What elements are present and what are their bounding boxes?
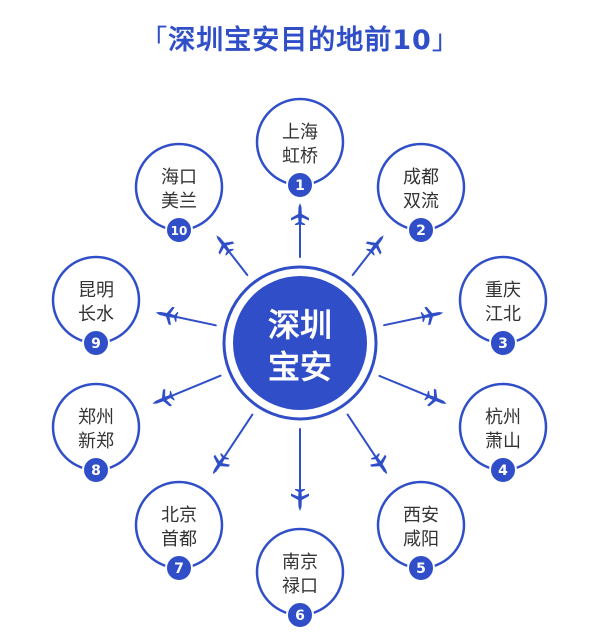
airplane-icon bbox=[422, 386, 451, 413]
destination-name-line2: 首都 bbox=[161, 529, 197, 550]
rank-number: 6 bbox=[295, 608, 305, 624]
airplane-icon bbox=[419, 303, 446, 327]
destination-name-line1: 杭州 bbox=[485, 407, 521, 428]
airplane-icon bbox=[209, 229, 238, 259]
title-text: 深圳宝安目的地前10 bbox=[168, 25, 432, 56]
center-node: 深圳 宝安 bbox=[222, 265, 378, 421]
rank-number: 10 bbox=[171, 224, 188, 238]
destination-name-line1: 南京 bbox=[282, 552, 318, 573]
destination-name-line2: 新郑 bbox=[78, 431, 114, 452]
destination-name-line1: 海口 bbox=[161, 167, 197, 188]
destination-name-line1: 昆明 bbox=[78, 280, 114, 301]
rank-number: 8 bbox=[91, 463, 101, 479]
destination-name-line2: 江北 bbox=[485, 304, 521, 325]
destination-name-line1: 重庆 bbox=[485, 280, 521, 301]
destination-name-line2: 咸阳 bbox=[403, 529, 439, 550]
airplane-icon bbox=[362, 229, 391, 259]
rank-badge bbox=[82, 456, 110, 484]
page-title: 「深圳宝安目的地前10」 bbox=[0, 18, 600, 57]
airplane-icon bbox=[205, 450, 233, 480]
rank-number: 4 bbox=[498, 463, 508, 479]
rank-number: 5 bbox=[416, 561, 426, 577]
rank-badge bbox=[407, 554, 435, 582]
rank-badge bbox=[489, 329, 517, 357]
rank-badge bbox=[286, 601, 314, 629]
rank-number: 9 bbox=[91, 336, 101, 352]
rank-badge bbox=[165, 554, 193, 582]
destination-name-line2: 双流 bbox=[403, 191, 439, 212]
destination-name-line1: 上海 bbox=[282, 122, 318, 143]
rank-badge bbox=[286, 171, 314, 199]
title-close-bracket: 」 bbox=[431, 25, 460, 56]
airplane-icon bbox=[367, 450, 395, 480]
rank-badge bbox=[165, 216, 193, 244]
destination-name-line2: 虹桥 bbox=[282, 146, 318, 167]
center-label-line2: 宝安 bbox=[268, 348, 332, 386]
rank-badge bbox=[407, 216, 435, 244]
airplane-icon bbox=[291, 489, 309, 511]
destination-name-line2: 美兰 bbox=[161, 191, 197, 212]
destination-name-line1: 郑州 bbox=[78, 407, 114, 428]
rank-number: 1 bbox=[295, 178, 305, 194]
destination-name-line1: 西安 bbox=[403, 505, 439, 526]
rank-number: 3 bbox=[498, 336, 508, 352]
destination-name-line1: 北京 bbox=[161, 505, 197, 526]
destination-name-line1: 成都 bbox=[403, 167, 439, 188]
title-open-bracket: 「 bbox=[140, 25, 169, 56]
rank-number: 2 bbox=[416, 223, 426, 239]
center-inner-circle bbox=[233, 276, 367, 410]
rank-badge bbox=[489, 456, 517, 484]
destination-name-line2: 禄口 bbox=[282, 576, 318, 597]
center-label-line1: 深圳 bbox=[268, 306, 332, 344]
destination-name-line2: 长水 bbox=[78, 304, 114, 325]
rank-number: 7 bbox=[174, 561, 184, 577]
airplane-icon bbox=[149, 386, 177, 413]
airplane-icon bbox=[291, 203, 309, 225]
rank-badge bbox=[82, 329, 110, 357]
destination-name-line2: 萧山 bbox=[485, 431, 521, 452]
airplane-icon bbox=[153, 303, 180, 326]
